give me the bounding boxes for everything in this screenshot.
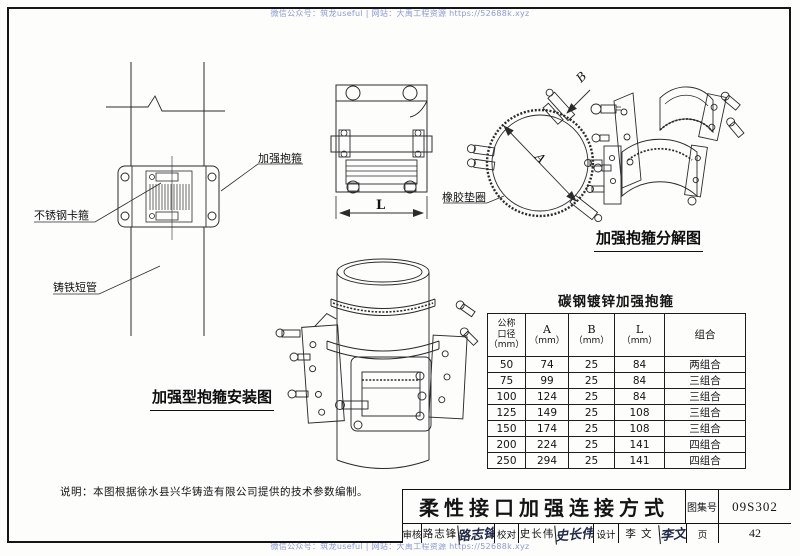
title-block: 柔性接口加强连接方式 图集号 09S302 审核 路志锋 路志锋 校对 史长伟 … [402,489,791,545]
cell-combo: 三组合 [664,372,746,389]
col-header-a: A （mm） [525,313,569,357]
exploded-view-drawing [584,86,745,206]
col-header-combo: 组合 [664,313,746,357]
col-header-l: L （mm） [614,313,665,357]
front-view-drawing [330,84,433,219]
designer-name: 李 文 [618,524,659,543]
installation-side-view-drawing [34,62,303,336]
cell-b: 25 [568,372,615,389]
clamp-cross-section-drawing [443,88,603,223]
reviewer-name: 路志锋 [421,524,458,543]
spec-table-section: 碳钢镀锌加强抱箍 公称 口径 （mm） A （mm） B （mm） L [487,290,746,469]
col-header-b-unit: （mm） [573,336,610,347]
cell-dn: 75 [487,372,526,389]
cell-combo: 四组合 [664,436,746,453]
reviewer-label: 审核 [403,529,421,541]
cell-b: 25 [568,388,615,405]
spec-table-header-row: 公称 口径 （mm） A （mm） B （mm） L （mm） 组合 [487,313,746,357]
cell-b: 25 [568,420,615,437]
page-number: 42 [718,524,791,543]
title-block-row-2: 审核 路志锋 路志锋 校对 史长伟 史长伟 设计 李 文 李文 页 42 [403,522,791,545]
cell-a: 99 [525,372,569,389]
cell-b: 25 [568,452,615,469]
cell-b: 25 [568,404,615,421]
dimension-L: L [376,198,386,213]
cell-a: 124 [525,388,569,405]
atlas-number: 09S302 [718,490,791,523]
cell-l: 84 [614,372,665,389]
cell-a: 294 [525,452,569,469]
caption-exploded-view: 加强抱箍分解图 [594,227,704,252]
cell-dn: 250 [487,452,526,469]
cell-a: 74 [525,356,569,373]
cell-dn: 200 [487,436,526,453]
checker-name: 史长伟 [518,524,555,543]
cell-b: 25 [568,436,615,453]
pipe-3d-installation-drawing [275,258,479,469]
cell-combo: 三组合 [664,420,746,437]
cell-combo: 四组合 [664,452,746,469]
cell-b: 25 [568,356,615,373]
label-rubber-gasket: 橡胶垫圈 [442,191,486,204]
col-header-l-unit: （mm） [621,336,658,347]
drawing-title: 柔性接口加强连接方式 [419,496,669,520]
col-header-l-letter: L [635,322,644,336]
cell-dn: 150 [487,420,526,437]
cell-dn: 100 [487,388,526,405]
cell-l: 141 [614,436,665,453]
designer-label: 设计 [593,524,618,543]
designer-signature: 李文 [658,522,687,545]
cell-a: 224 [525,436,569,453]
cell-dn: 50 [487,356,526,373]
spec-table-title: 碳钢镀锌加强抱箍 [558,294,674,310]
watermark-top: 微信公众号：筑龙useful | 网站：大禹工程资源 https://52688… [270,9,530,18]
col-header-dn-l1: 公称 [497,319,516,330]
title-block-row-1: 柔性接口加强连接方式 图集号 09S302 [403,490,791,523]
col-header-a-unit: （mm） [529,336,565,347]
checker-label: 校对 [494,524,518,543]
cell-l: 108 [614,420,665,437]
cell-a: 174 [525,420,569,437]
cell-combo: 三组合 [664,388,746,405]
label-cast-iron-pipe: 铸铁短管 [53,281,97,294]
col-header-dn-unit: （mm） [488,340,525,351]
cell-combo: 两组合 [664,356,746,373]
cell-l: 141 [614,452,665,469]
label-stainless-clamp: 不锈钢卡箍 [34,209,89,222]
checker-signature: 史长伟 [554,522,594,545]
col-header-dn-l2: 口径 [497,329,516,340]
cell-l: 108 [614,404,665,421]
watermark-bottom: 微信公众号：筑龙useful | 网站：大禹工程资源 https://52688… [270,542,530,551]
spec-table: 公称 口径 （mm） A （mm） B （mm） L （mm） 组合 5 [487,313,746,469]
caption-installation-view: 加强型抱箍安装图 [150,386,275,411]
cell-dn: 125 [487,404,526,421]
col-header-b: B （mm） [568,313,615,357]
cell-combo: 三组合 [664,404,746,421]
atlas-number-label: 图集号 [685,490,718,523]
cell-a: 149 [525,404,569,421]
col-header-a-letter: A [543,322,551,336]
page-label: 页 [686,524,718,543]
note-text: 说明：本图根据徐水县兴华铸造有限公司提供的技术参数编制。 [60,486,368,498]
label-reinforced-clamp: 加强抱箍 [258,152,302,165]
cell-l: 84 [614,388,665,405]
cell-l: 84 [614,356,665,373]
col-header-b-letter: B [587,322,596,336]
col-header-dn: 公称 口径 （mm） [487,313,526,357]
reviewer-signature: 路志锋 [457,522,495,545]
